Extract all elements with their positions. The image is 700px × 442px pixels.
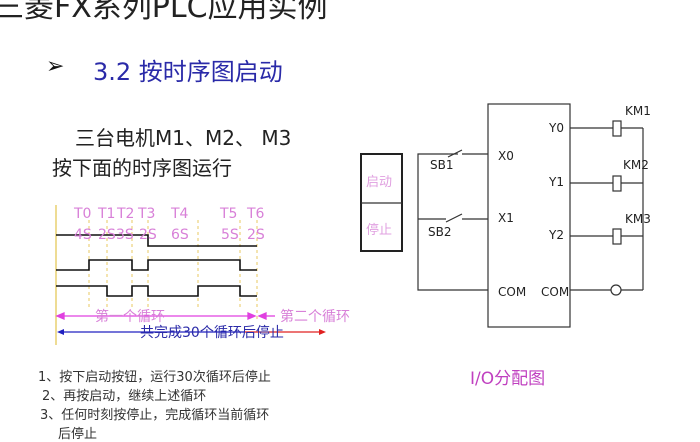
timing-diagram <box>55 205 326 345</box>
timer-label: T6 <box>247 206 265 222</box>
x1-label: X1 <box>498 211 514 225</box>
total-cycles-label: 共完成30个循环后停止 <box>140 325 284 341</box>
timer-label: T4 <box>171 206 189 222</box>
timer-duration: 2S <box>247 227 265 243</box>
sb1-label: SB1 <box>430 158 454 172</box>
km3-label: KM3 <box>625 212 651 226</box>
section-heading: 3.2 按时序图启动 <box>93 58 283 86</box>
power-source-icon <box>610 284 622 296</box>
timer-duration: 3S <box>116 227 134 243</box>
timer-label: T5 <box>220 206 238 222</box>
cycle1-label: 第一个循环 <box>95 309 165 325</box>
timer-duration: 4S <box>74 227 92 243</box>
stop-button: 停止 <box>366 223 393 238</box>
km1-coil <box>612 120 622 137</box>
sb2-label: SB2 <box>428 225 452 239</box>
arrow-bullet-icon: ➢ <box>46 54 65 79</box>
io-wiring <box>360 103 644 328</box>
timer-duration: 2S <box>98 227 116 243</box>
y0-label: Y0 <box>549 121 564 135</box>
cycle2-label: 第二个循环 <box>280 309 350 325</box>
io-caption: I/O分配图 <box>470 369 546 389</box>
description-line-1: 三台电机M1、M2、 M3 <box>75 126 292 150</box>
com-in-label: COM <box>498 285 527 299</box>
km3-coil <box>612 228 622 245</box>
note-3: 3、任何时刻按停止，完成循环当前循环 <box>40 408 270 423</box>
y1-label: Y1 <box>549 175 564 189</box>
slide-title: 三菱FX系列PLC应用实例 <box>0 0 328 25</box>
y2-label: Y2 <box>549 228 564 242</box>
timer-duration: 5S <box>221 227 239 243</box>
description-line-2: 按下面的时序图运行 <box>52 156 232 180</box>
timer-duration: 2S <box>139 227 157 243</box>
m1-waveform <box>56 234 257 247</box>
timer-label: T2 <box>117 206 135 222</box>
plc-box <box>487 103 571 328</box>
note-1: 1、按下启动按钮，运行30次循环后停止 <box>38 370 271 385</box>
km2-label: KM2 <box>623 158 649 172</box>
start-button: 启动 <box>366 175 393 190</box>
km1-label: KM1 <box>625 104 651 118</box>
timer-label: T1 <box>98 206 116 222</box>
note-3-cont: 后停止 <box>58 427 98 442</box>
timer-label: T0 <box>74 206 92 222</box>
m3-waveform <box>56 285 257 297</box>
timer-label: T3 <box>138 206 156 222</box>
com-out-label: COM <box>541 285 570 299</box>
note-2: 2、再按启动，继续上述循环 <box>42 389 207 404</box>
x0-label: X0 <box>498 149 514 163</box>
m2-waveform <box>56 259 257 271</box>
timer-duration: 6S <box>171 227 189 243</box>
km2-coil <box>612 175 622 192</box>
